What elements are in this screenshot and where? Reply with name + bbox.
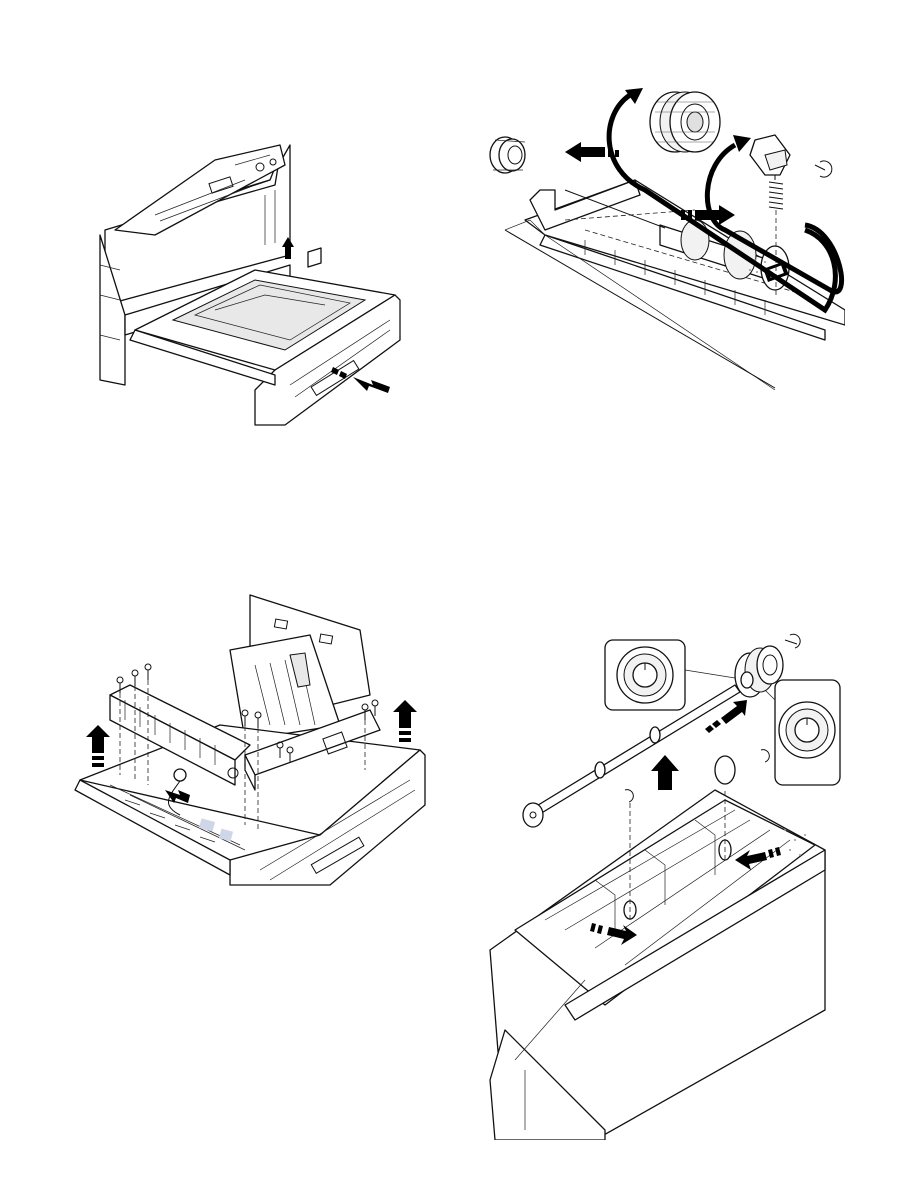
pickup-roller-removed (650, 92, 720, 152)
e-ring-icon (815, 161, 832, 177)
spring (769, 182, 783, 209)
tray-body (75, 725, 425, 885)
small-cover-part (308, 248, 321, 267)
drive-gear (490, 137, 525, 173)
figure-tray-pull-out (95, 135, 415, 430)
figure-roller-shaft (485, 630, 845, 1140)
figure-pickup-roller (485, 80, 845, 390)
paper-tray (130, 270, 400, 425)
roller-shaft-illustration (485, 630, 845, 1140)
e-ring-icon (625, 750, 769, 802)
e-ring-icon (785, 634, 800, 648)
figure-tray-cover-screws (70, 575, 430, 900)
tray-cover-illustration (70, 575, 430, 900)
pickup-roller-illustration (485, 80, 845, 390)
lift-up-arrow-icon (651, 755, 679, 790)
roller-detail-callout-icon (760, 680, 840, 785)
tray-pull-out-illustration (95, 135, 415, 430)
